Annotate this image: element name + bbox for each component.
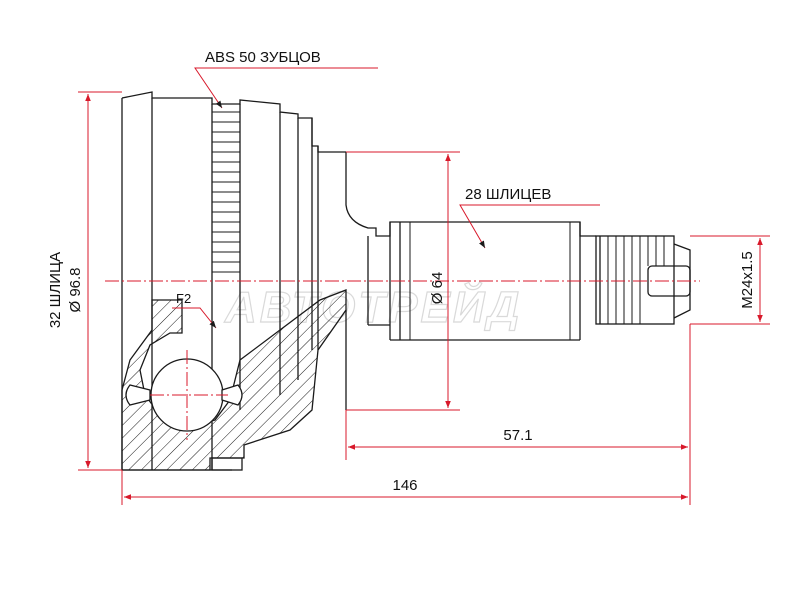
shaft-length-label: 57.1 — [503, 427, 532, 444]
body-diameter-label: Ø 96.8 — [67, 267, 84, 312]
centerlines — [105, 280, 700, 440]
watermark: АВТОТРЕЙД — [224, 281, 522, 332]
inner-spline-label: 32 ШЛИЦА — [47, 252, 64, 328]
abs-teeth-label: ABS 50 ЗУБЦОВ — [205, 49, 321, 66]
dimensions — [78, 91, 770, 505]
shaft-diameter-label: Ø 64 — [429, 272, 446, 305]
outer-spline-label: 28 ШЛИЦЕВ — [465, 186, 551, 203]
f2-label: F2 — [176, 291, 191, 306]
thread-size-label: M24x1.5 — [739, 251, 756, 309]
total-length-label: 146 — [392, 477, 417, 494]
leaders — [172, 67, 600, 329]
